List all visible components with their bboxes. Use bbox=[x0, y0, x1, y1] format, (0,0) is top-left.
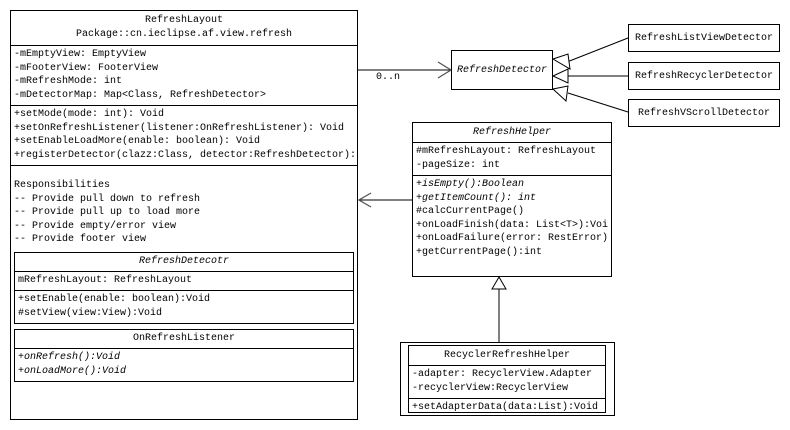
class-title-refresh-list-view-detector: RefreshListViewDetector bbox=[634, 32, 774, 44]
attributes-recycler-refresh-helper: -adapter: RecyclerView.Adapter -recycler… bbox=[409, 365, 605, 398]
class-title-refresh-detecotr: RefreshDetecotr bbox=[138, 255, 229, 267]
attributes-refresh-detecotr: mRefreshLayout: RefreshLayout bbox=[15, 270, 353, 291]
attribute-row: mRefreshLayout: RefreshLayout bbox=[18, 274, 193, 286]
attribute-row: #mRefreshLayout: RefreshLayout bbox=[416, 146, 597, 157]
method-row: +getItemCount(): int bbox=[416, 192, 537, 204]
class-title-refresh-vscroll-detector: RefreshVScrollDetector bbox=[637, 107, 771, 119]
class-title-on-refresh-listener: OnRefreshListener bbox=[132, 333, 236, 344]
class-title-refresh-layout: RefreshLayout bbox=[144, 15, 223, 26]
attribute-row: -mRefreshMode: int bbox=[14, 76, 123, 87]
method-row: +setEnable(enable: boolean):Void bbox=[18, 294, 211, 305]
generalization-recycler bbox=[551, 68, 628, 84]
class-header-refresh-helper: RefreshHelper bbox=[413, 123, 611, 142]
methods-recycler-refresh-helper: +setAdapterData(data:List):Void bbox=[409, 398, 605, 418]
assoc-layout-to-detector bbox=[358, 61, 453, 79]
attribute-row: -mEmptyView: EmptyView bbox=[14, 49, 147, 60]
assoc-helper-to-layout bbox=[357, 192, 412, 208]
class-refresh-recycler-detector[interactable]: RefreshRecyclerDetector bbox=[628, 62, 780, 90]
method-row: +onLoadFailure(error: RestError) bbox=[416, 233, 608, 244]
association-multiplicity-label: 0..n bbox=[376, 72, 401, 83]
attribute-row: -pageSize: int bbox=[416, 159, 501, 171]
method-row: +setAdapterData(data:List):Void bbox=[412, 402, 599, 413]
attribute-row: -mFooterView: FooterView bbox=[14, 62, 159, 74]
class-title-recycler-refresh-helper: RecyclerRefreshHelper bbox=[443, 350, 571, 361]
generalization-recycler-helper bbox=[491, 276, 507, 342]
class-on-refresh-listener-nested[interactable]: OnRefreshListener +onRefresh():Void +onL… bbox=[14, 329, 354, 382]
class-refresh-vscroll-detector[interactable]: RefreshVScrollDetector bbox=[628, 99, 780, 127]
method-row: +setOnRefreshListener(listener:OnRefresh… bbox=[14, 122, 345, 134]
responsibility-row: -- Provide pull up to load more bbox=[14, 207, 201, 218]
class-header-on-refresh-listener: OnRefreshListener bbox=[15, 330, 353, 348]
method-row: +onLoadFinish(data: List<T>):Void bbox=[416, 219, 608, 231]
attribute-row: -adapter: RecyclerView.Adapter bbox=[412, 369, 593, 380]
class-title-refresh-detector: RefreshDetector bbox=[456, 64, 547, 76]
method-row: +onRefresh():Void bbox=[18, 352, 121, 363]
method-row: +registerDetector(clazz:Class, detector:… bbox=[14, 149, 354, 161]
class-refresh-helper[interactable]: RefreshHelper #mRefreshLayout: RefreshLa… bbox=[412, 122, 612, 277]
responsibilities-title: Responsibilities bbox=[14, 180, 111, 191]
methods-refresh-helper: +isEmpty():Boolean +getItemCount(): int … bbox=[413, 175, 611, 262]
class-header-refresh-detecotr: RefreshDetecotr bbox=[15, 253, 353, 271]
attributes-refresh-helper: #mRefreshLayout: RefreshLayout -pageSize… bbox=[413, 142, 611, 175]
method-row: +setMode(mode: int): Void bbox=[14, 109, 165, 120]
class-refresh-list-view-detector[interactable]: RefreshListViewDetector bbox=[628, 24, 780, 52]
class-package-refresh-layout: Package::cn.ieclipse.af.view.refresh bbox=[75, 29, 293, 40]
class-title-refresh-recycler-detector: RefreshRecyclerDetector bbox=[634, 70, 774, 82]
class-refresh-detector[interactable]: RefreshDetector bbox=[451, 50, 553, 90]
attribute-row: -mDetectorMap: Map<Class, RefreshDetecto… bbox=[14, 89, 267, 101]
attributes-refresh-layout: -mEmptyView: EmptyView -mFooterView: Foo… bbox=[11, 45, 357, 105]
class-recycler-refresh-helper[interactable]: RecyclerRefreshHelper -adapter: Recycler… bbox=[408, 345, 606, 413]
method-row: +getCurrentPage():int bbox=[416, 246, 543, 258]
responsibility-row: -- Provide footer view bbox=[14, 234, 147, 245]
responsibility-row: -- Provide empty/error view bbox=[14, 220, 177, 232]
method-row: +onLoadMore():Void bbox=[18, 365, 127, 377]
method-row: +setEnableLoadMore(enable: boolean): Voi… bbox=[14, 136, 261, 147]
method-row: +isEmpty():Boolean bbox=[416, 179, 525, 190]
responsibility-row: -- Provide pull down to refresh bbox=[14, 193, 201, 205]
methods-refresh-detecotr: +setEnable(enable: boolean):Void #setVie… bbox=[15, 290, 353, 323]
method-row: #calcCurrentPage() bbox=[416, 206, 525, 217]
class-title-refresh-helper: RefreshHelper bbox=[472, 127, 551, 138]
generalization-listview bbox=[551, 37, 629, 70]
responsibilities-refresh-layout: Responsibilities -- Provide pull down to… bbox=[11, 165, 357, 387]
method-row: #setView(view:View):Void bbox=[18, 307, 163, 319]
attribute-row: -recyclerView:RecyclerView bbox=[412, 382, 569, 394]
class-refresh-detecotr-nested[interactable]: RefreshDetecotr mRefreshLayout: RefreshL… bbox=[14, 251, 354, 324]
class-header-refresh-layout: RefreshLayout Package::cn.ieclipse.af.vi… bbox=[11, 11, 357, 45]
methods-refresh-layout: +setMode(mode: int): Void +setOnRefreshL… bbox=[11, 105, 357, 165]
class-header-recycler-refresh-helper: RecyclerRefreshHelper bbox=[409, 346, 605, 365]
methods-on-refresh-listener: +onRefresh():Void +onLoadMore():Void bbox=[15, 348, 353, 381]
class-refresh-layout[interactable]: RefreshLayout Package::cn.ieclipse.af.vi… bbox=[10, 10, 358, 420]
generalization-vscroll bbox=[551, 85, 629, 113]
